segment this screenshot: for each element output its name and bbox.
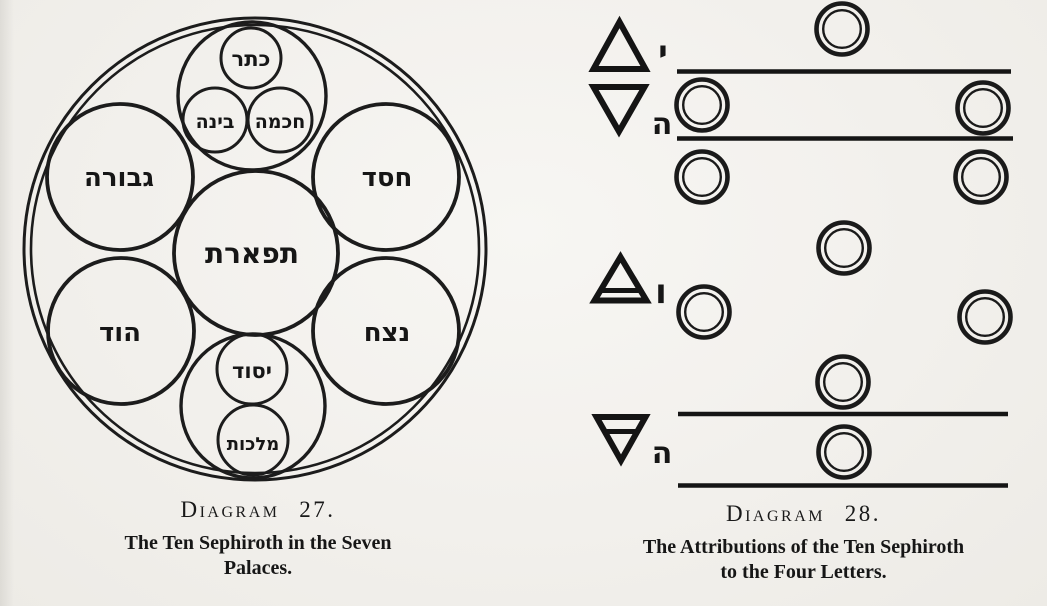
letter-he-final: ה bbox=[652, 436, 673, 471]
diagram28-caption-line2: to the Four Letters. bbox=[720, 561, 887, 583]
sephira-label-hod: הוד bbox=[99, 318, 141, 348]
node-malkuth bbox=[819, 427, 870, 478]
node-yesod bbox=[818, 357, 869, 408]
palace-circle-netzach bbox=[311, 256, 461, 406]
diagram28-caption-line1: The Attributions of the Ten Sephiroth bbox=[642, 536, 965, 558]
diagram28-caption-number: Diagram 28. bbox=[725, 501, 881, 526]
fire-triangle-icon bbox=[588, 15, 651, 72]
diagram27-caption-line2: Palaces. bbox=[223, 557, 293, 579]
sephira-label-yesod: יסוד bbox=[232, 359, 272, 383]
sephira-label-geburah: גבורה bbox=[84, 163, 154, 193]
node-tiphareth bbox=[819, 223, 870, 274]
earth-triangle-icon bbox=[591, 414, 651, 467]
sephira-circle-chokmah bbox=[246, 86, 314, 154]
diagram27-caption: Diagram 27. The Ten Sephiroth in the Sev… bbox=[0, 497, 516, 581]
letter-he-first: ה bbox=[652, 107, 673, 142]
node-chesed bbox=[677, 152, 728, 203]
letter-yod: י bbox=[658, 33, 667, 71]
outer-boundary-circle-inner bbox=[29, 23, 481, 475]
palace-circle-geburah bbox=[45, 102, 195, 252]
diagram28-caption: Diagram 28. The Attributions of the Ten … bbox=[560, 501, 1047, 585]
palace-circle-hod bbox=[46, 256, 196, 406]
node-kether bbox=[817, 4, 868, 55]
node-chokmah bbox=[677, 80, 728, 131]
sephira-label-chesed: חסד bbox=[362, 163, 413, 193]
sephira-circle-kether bbox=[219, 26, 283, 90]
palace-circle-chesed bbox=[311, 102, 461, 252]
air-triangle-icon bbox=[589, 251, 652, 304]
sephira-label-tiphareth: תפארת bbox=[205, 237, 299, 270]
outer-boundary-circle-outer bbox=[22, 16, 488, 482]
diagram27-caption-number: Diagram 27. bbox=[180, 497, 336, 522]
node-binah bbox=[958, 83, 1009, 134]
water-triangle-icon bbox=[588, 84, 650, 138]
sephira-label-binah: בינה bbox=[196, 111, 235, 133]
node-hod bbox=[960, 292, 1011, 343]
diagram28-figure: י ה ו ה bbox=[588, 0, 1013, 488]
node-netzach bbox=[679, 287, 730, 338]
diagram27-caption-line1: The Ten Sephiroth in the Seven bbox=[124, 532, 392, 554]
sephira-label-chokmah: חכמה bbox=[255, 111, 306, 133]
diagram27-figure: כתר בינה חכמה גבורה חסד תפארת הוד נצח יס… bbox=[22, 16, 488, 482]
sephira-label-kether: כתר bbox=[232, 47, 271, 71]
sephira-circle-malkuth bbox=[216, 403, 290, 477]
node-geburah bbox=[956, 152, 1007, 203]
letter-vav: ו bbox=[655, 272, 667, 312]
sephira-label-malkuth: מלכות bbox=[227, 434, 280, 455]
sephira-label-netzach: נצח bbox=[364, 318, 411, 348]
